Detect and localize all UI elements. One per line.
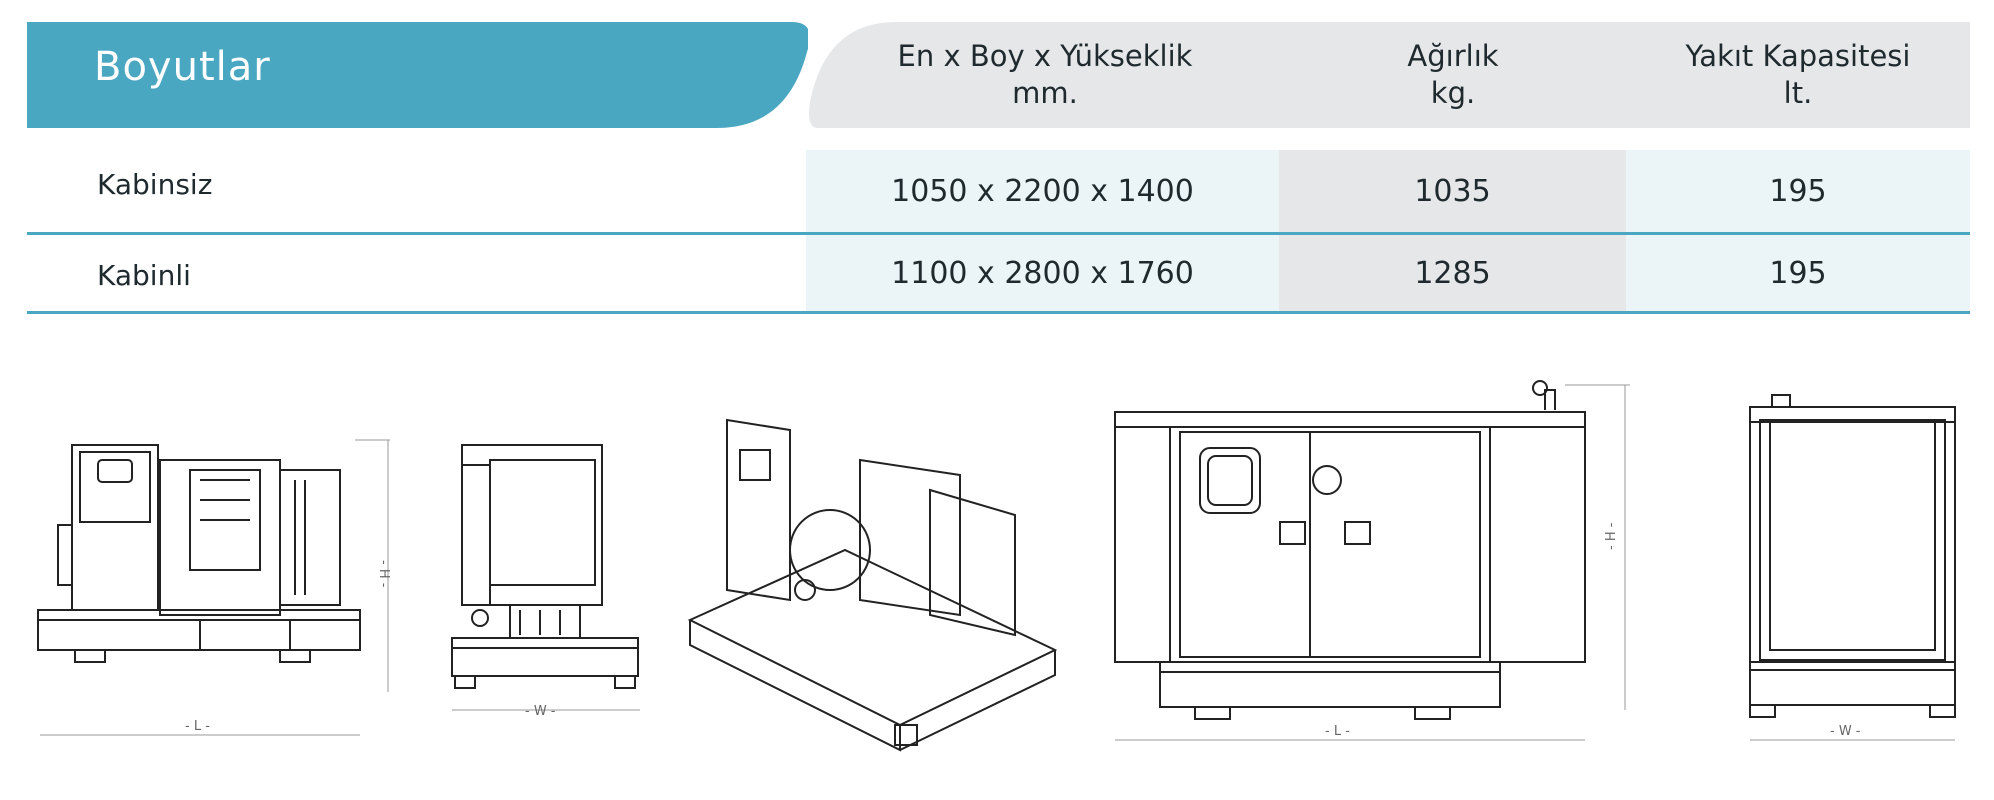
cell-fuel: 195 (1626, 235, 1970, 312)
column-header-line: Yakıt Kapasitesi (1685, 39, 1911, 73)
open-set-isometric-drawing (687, 418, 1058, 752)
width-dimension-label: - W - (525, 704, 556, 719)
cell-weight: 1035 (1279, 150, 1626, 233)
column-header-background (809, 22, 1970, 128)
cell-fuel: 195 (1626, 150, 1970, 233)
width-dimension-label: - W - (1830, 724, 1861, 739)
section-title: Boyutlar (94, 44, 271, 90)
height-dimension-label: - H - (376, 560, 391, 588)
row-divider (27, 311, 1970, 314)
canopy-side-drawing (1114, 380, 1630, 741)
length-dimension-label: - L - (1325, 724, 1350, 739)
canopy-end-drawing (1749, 394, 1956, 741)
length-dimension-label: - L - (185, 719, 210, 734)
column-header-dimensions: En x Boy x Yükseklik mm. (840, 38, 1250, 112)
header-title-background (27, 22, 808, 128)
row-divider (27, 232, 1970, 235)
column-header-unit: mm. (1012, 76, 1078, 110)
cell-dimensions: 1050 x 2200 x 1400 (806, 150, 1279, 233)
cell-dimensions: 1100 x 2800 x 1760 (806, 235, 1279, 312)
column-header-weight: Ağırlık kg. (1280, 38, 1626, 112)
column-header-unit: lt. (1783, 76, 1813, 110)
column-header-fuel: Yakıt Kapasitesi lt. (1626, 38, 1970, 112)
open-set-side-drawing (37, 439, 390, 736)
height-dimension-label: - H - (1604, 522, 1619, 550)
open-set-end-drawing (451, 444, 640, 711)
column-header-line: Ağırlık (1407, 39, 1499, 73)
cell-weight: 1285 (1279, 235, 1626, 312)
row-label: Kabinli (97, 259, 191, 292)
column-header-unit: kg. (1430, 76, 1476, 110)
row-label: Kabinsiz (97, 168, 213, 201)
generator-drawings: - L - - H - - W - - L - - H - (37, 380, 1956, 752)
column-header-line: En x Boy x Yükseklik (897, 39, 1193, 73)
